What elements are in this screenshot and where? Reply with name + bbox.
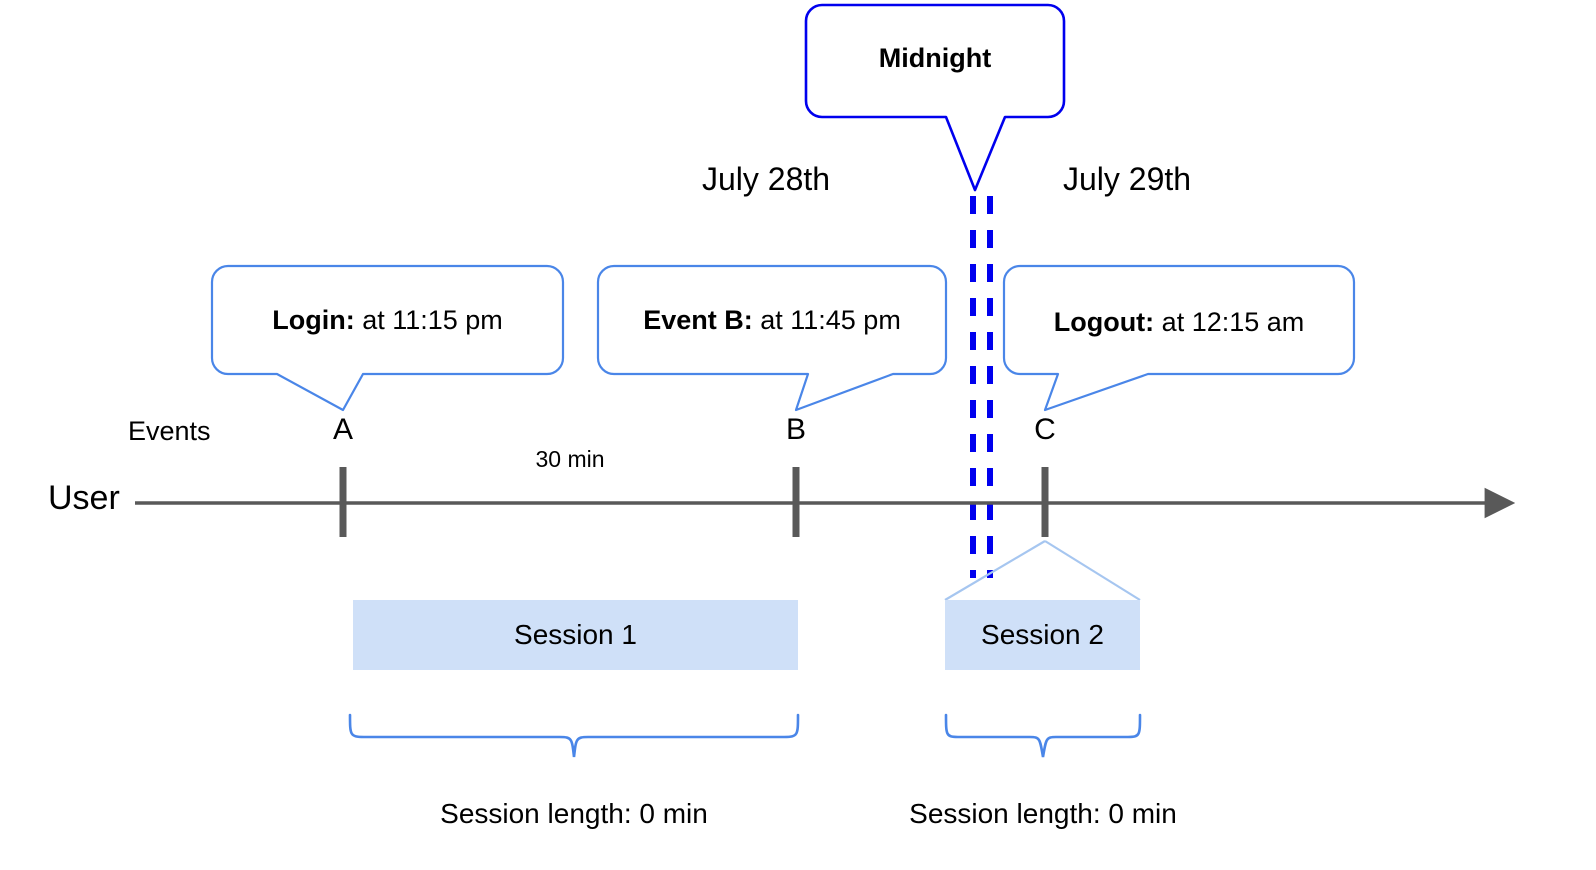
event-marker-label-c: C bbox=[1034, 413, 1056, 446]
event-b-callout-shape bbox=[596, 264, 948, 412]
session-2-brace bbox=[944, 713, 1142, 758]
event-c-callout-text: Logout: at 12:15 am bbox=[1004, 309, 1354, 336]
event-b-callout-bold: Event B: bbox=[643, 305, 753, 335]
midnight-callout-label: Midnight bbox=[878, 43, 992, 73]
session-2-funnel-right bbox=[1044, 540, 1141, 601]
midnight-callout-shape bbox=[804, 3, 1066, 192]
event-marker-label-a: A bbox=[332, 413, 353, 446]
event-b-callout-text: Event B: at 11:45 pm bbox=[598, 307, 946, 334]
session-bar-1[interactable]: Session 1 bbox=[353, 600, 798, 670]
session-bar-2-label: Session 2 bbox=[981, 619, 1104, 650]
session-1-brace bbox=[348, 713, 800, 758]
date-label-right: July 29th bbox=[1063, 161, 1192, 197]
session-length-label-2: Session length: 0 min bbox=[909, 798, 1177, 829]
gap-duration-label: 30 min bbox=[535, 446, 605, 472]
event-c-callout-bold: Logout: bbox=[1053, 307, 1155, 337]
session-length-label-1: Session length: 0 min bbox=[440, 798, 708, 829]
user-row-label: User bbox=[48, 479, 120, 517]
event-c-callout-shape bbox=[1002, 264, 1356, 412]
events-row-label: Events bbox=[128, 416, 211, 446]
event-marker-label-b: B bbox=[785, 413, 806, 446]
event-b-callout-rest: at 11:45 pm bbox=[752, 305, 901, 335]
event-a-callout-shape bbox=[210, 264, 565, 412]
event-a-callout-bold: Login: bbox=[272, 305, 355, 335]
session-2-funnel-left bbox=[944, 540, 1046, 601]
date-label-left: July 28th bbox=[702, 161, 831, 197]
event-a-callout-rest: at 11:15 pm bbox=[354, 305, 503, 335]
event-a-callout-text: Login: at 11:15 pm bbox=[212, 307, 563, 334]
event-c-callout-rest: at 12:15 am bbox=[1154, 307, 1305, 337]
session-bar-1-label: Session 1 bbox=[514, 619, 637, 650]
session-bar-2[interactable]: Session 2 bbox=[945, 600, 1140, 670]
